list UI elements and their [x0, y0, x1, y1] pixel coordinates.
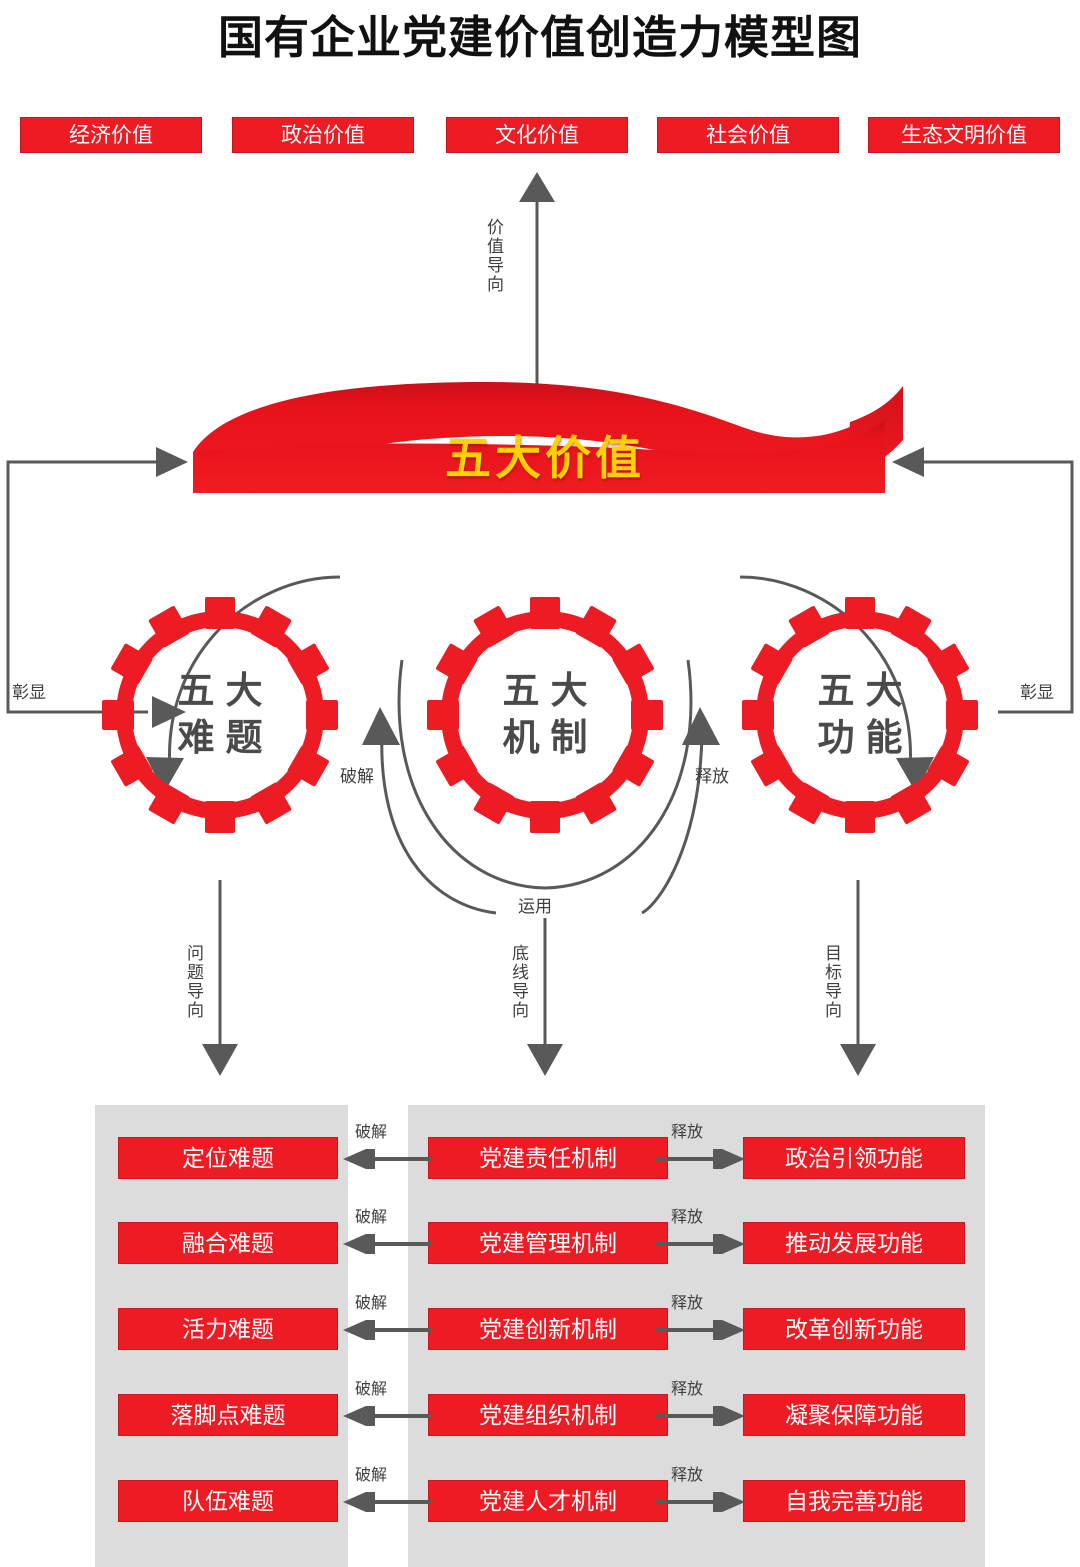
- gear-five-mechanisms[interactable]: 五大 机制: [425, 595, 665, 835]
- crack-arrow-3: [343, 1320, 431, 1340]
- release-label-2: 释放: [671, 1209, 704, 1226]
- gear-arc-left-upper: [146, 575, 341, 793]
- mechanism-cell-2[interactable]: 党建管理机制: [428, 1222, 668, 1264]
- function-cell-5[interactable]: 自我完善功能: [743, 1480, 965, 1522]
- problem-cell-2[interactable]: 融合难题: [118, 1222, 338, 1264]
- gear-line-1: 五大: [177, 671, 274, 712]
- baseline-orientation-arrow: [527, 918, 563, 1076]
- value-badge-cultural[interactable]: 文化价值: [446, 117, 628, 153]
- problem-cell-5[interactable]: 队伍难题: [118, 1480, 338, 1522]
- function-cell-3[interactable]: 改革创新功能: [743, 1308, 965, 1350]
- release-label-5: 释放: [671, 1467, 704, 1484]
- problem-cell-1[interactable]: 定位难题: [118, 1137, 338, 1179]
- mechanism-cell-5[interactable]: 党建人才机制: [428, 1480, 668, 1522]
- right-manifest-arrow: [892, 447, 1074, 714]
- value-badge-economic[interactable]: 经济价值: [20, 117, 202, 153]
- mechanism-cell-1[interactable]: 党建责任机制: [428, 1137, 668, 1179]
- baseline-orientation-label: 底线导向: [512, 944, 529, 1020]
- crack-gear-label: 破解: [340, 767, 374, 786]
- right-manifest-label: 彰显: [1020, 683, 1054, 702]
- apply-label: 运用: [518, 897, 552, 916]
- gear-arc-release: [641, 707, 720, 915]
- value-orientation-label: 价值导向: [487, 218, 504, 294]
- problem-orientation-label: 问题导向: [187, 944, 204, 1020]
- problem-cell-4[interactable]: 落脚点难题: [118, 1394, 338, 1436]
- gear-five-functions[interactable]: 五大 功能: [740, 595, 980, 835]
- gear-line-1: 五大: [502, 671, 599, 712]
- crack-label-3: 破解: [355, 1295, 388, 1312]
- crack-label-4: 破解: [355, 1381, 388, 1398]
- gear-five-functions-text: 五大 功能: [740, 595, 980, 835]
- gear-line-1: 五大: [817, 671, 914, 712]
- crack-label-1: 破解: [355, 1124, 388, 1141]
- value-orientation-arrow: [519, 172, 555, 386]
- crack-label-5: 破解: [355, 1467, 388, 1484]
- function-cell-2[interactable]: 推动发展功能: [743, 1222, 965, 1264]
- gear-line-2: 机制: [502, 718, 599, 759]
- gear-arc-crack: [362, 707, 497, 915]
- mechanism-cell-4[interactable]: 党建组织机制: [428, 1394, 668, 1436]
- crack-label-2: 破解: [355, 1209, 388, 1226]
- gear-line-2: 功能: [817, 718, 914, 759]
- five-values-ribbon: 五大价值: [185, 380, 905, 495]
- value-badge-social[interactable]: 社会价值: [657, 117, 839, 153]
- crack-arrow-2: [343, 1234, 431, 1254]
- crack-arrow-5: [343, 1492, 431, 1512]
- function-cell-4[interactable]: 凝聚保障功能: [743, 1394, 965, 1436]
- release-label-4: 释放: [671, 1381, 704, 1398]
- crack-arrow-4: [343, 1406, 431, 1426]
- gear-line-2: 难题: [177, 718, 274, 759]
- function-cell-1[interactable]: 政治引领功能: [743, 1137, 965, 1179]
- mechanism-cell-3[interactable]: 党建创新机制: [428, 1308, 668, 1350]
- release-arrow-4: [655, 1406, 745, 1426]
- left-manifest-label: 彰显: [12, 683, 46, 702]
- goal-orientation-arrow: [840, 880, 876, 1076]
- release-label-3: 释放: [671, 1295, 704, 1312]
- release-arrow-2: [655, 1234, 745, 1254]
- release-label-1: 释放: [671, 1124, 704, 1141]
- left-manifest-arrow: [6, 447, 188, 728]
- page-title: 国有企业党建价值创造力模型图: [217, 13, 862, 63]
- value-badge-political[interactable]: 政治价值: [232, 117, 414, 153]
- gear-five-problems-text: 五大 难题: [100, 595, 340, 835]
- gear-arc-right-upper: [739, 575, 934, 793]
- release-arrow-1: [655, 1149, 745, 1169]
- release-arrow-3: [655, 1320, 745, 1340]
- gear-five-mechanisms-text: 五大 机制: [425, 595, 665, 835]
- outcome-matrix: 定位难题 党建责任机制 政治引领功能 破解 释放 融合难题 党建管理机制 推动发…: [95, 1105, 985, 1567]
- value-badge-ecological[interactable]: 生态文明价值: [868, 117, 1060, 153]
- gear-five-problems[interactable]: 五大 难题: [100, 595, 340, 835]
- release-gear-label: 释放: [695, 767, 729, 786]
- goal-orientation-label: 目标导向: [825, 944, 842, 1020]
- release-arrow-5: [655, 1492, 745, 1512]
- gear-arc-apply: [397, 659, 693, 890]
- crack-arrow-1: [343, 1149, 431, 1169]
- value-badge-row: 经济价值 政治价值 文化价值 社会价值 生态文明价值: [20, 117, 1060, 153]
- problem-cell-3[interactable]: 活力难题: [118, 1308, 338, 1350]
- problem-orientation-arrow: [202, 880, 238, 1076]
